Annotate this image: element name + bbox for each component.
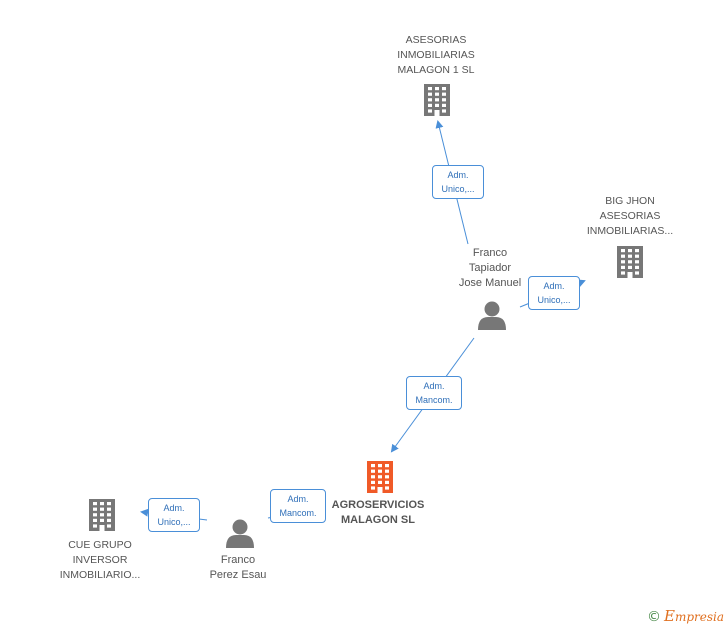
person-icon-franco-tapiador[interactable] (478, 301, 506, 331)
person-icon-franco-perez[interactable] (226, 519, 254, 549)
node-label-big-jhon[interactable]: BIG JHON ASESORIAS INMOBILIARIAS... (586, 195, 674, 237)
edge-label-tapiador-agroservicios[interactable]: Adm. Mancom. (406, 376, 462, 410)
node-label-franco-tapiador[interactable]: Franco Tapiador Jose Manuel (458, 247, 522, 289)
building-icon-asesorias-malagon[interactable] (424, 84, 450, 116)
building-icon-agroservicios[interactable] (367, 461, 393, 493)
building-icon-big-jhon[interactable] (617, 246, 643, 278)
node-label-asesorias-malagon[interactable]: ASESORIAS INMOBILIARIAS MALAGON 1 SL (397, 34, 475, 76)
brand-initial: E (663, 607, 675, 625)
node-label-cue-grupo[interactable]: CUE GRUPO INVERSOR INMOBILIARIO... (59, 539, 141, 581)
edge-label-perez-cuegrupo[interactable]: Adm. Unico,... (148, 498, 200, 532)
edge-label-perez-agroservicios[interactable]: Adm. Mancom. (270, 489, 326, 523)
edge-label-tapiador-bigjhon[interactable]: Adm. Unico,... (528, 276, 580, 310)
building-icon-cue-grupo[interactable] (89, 499, 115, 531)
node-label-agroservicios[interactable]: AGROSERVICIOS MALAGON SL (331, 499, 425, 526)
copyright-icon: © (646, 609, 661, 625)
empresia-logo: ©Empresia (647, 607, 724, 625)
node-label-franco-perez[interactable]: Franco Perez Esau (209, 554, 267, 581)
edge-label-tapiador-asesorias[interactable]: Adm. Unico,... (432, 165, 484, 199)
brand-name: mpresia (674, 610, 724, 624)
